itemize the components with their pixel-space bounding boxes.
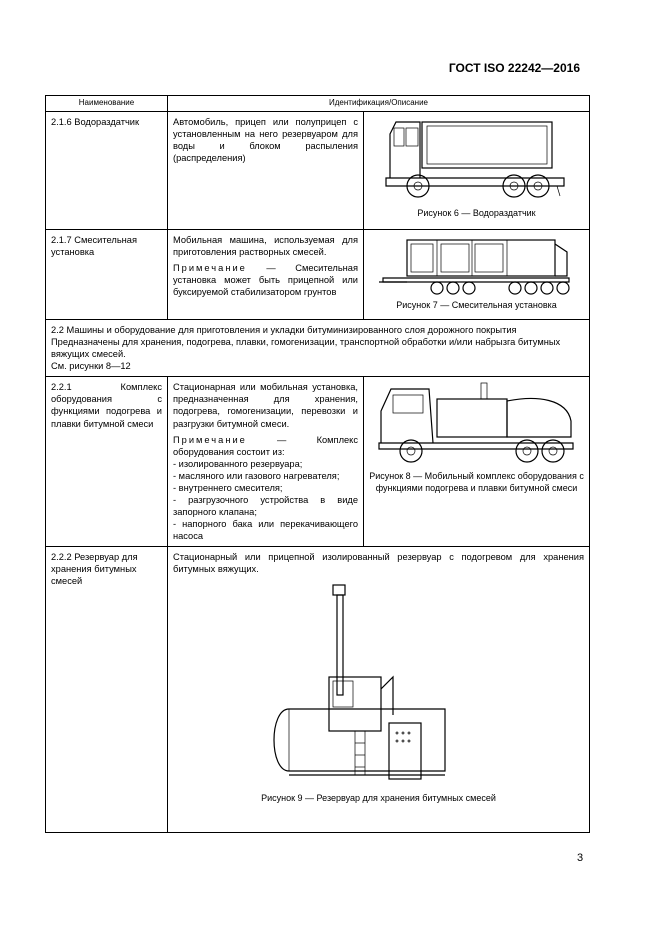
term-name: 2.2.2 Резервуар для хранения битумных см… bbox=[45, 546, 168, 834]
figure-caption: Рисунок 7 — Смесительная установка bbox=[396, 300, 557, 310]
section-purpose: Предназначены для хранения, подогрева, п… bbox=[51, 337, 561, 360]
section-cell: 2.2 Машины и оборудование для приготовле… bbox=[44, 318, 591, 378]
figure-cell: Рисунок 7 — Смесительная установка bbox=[362, 229, 591, 320]
term-description: Автомобиль, прицеп или полуприцеп с уста… bbox=[167, 111, 364, 230]
description-text: Мобильная машина, используемая для приго… bbox=[173, 235, 358, 258]
section-reference: См. рисунки 8—12 bbox=[51, 361, 131, 372]
term-name: 2.1.6 Водораздатчик bbox=[45, 111, 168, 230]
page-number: 3 bbox=[577, 852, 584, 864]
list-item: - разгрузочного устройства в виде запорн… bbox=[173, 495, 358, 518]
table-row: 2.2.1 Комплекс оборудования с функциями … bbox=[45, 376, 591, 548]
bitumen-tank-figure bbox=[273, 584, 446, 781]
note: Примечание — Комплекс оборудования состо… bbox=[173, 434, 358, 458]
figure-cell: Рисунок 8 — Мобильный комплекс оборудова… bbox=[362, 376, 591, 548]
note-text: — Смесительная установка может быть приц… bbox=[173, 263, 358, 298]
list-item: - внутреннего смесителя; bbox=[173, 482, 283, 493]
note: Примечание — Смесительная установка може… bbox=[173, 262, 358, 298]
table-row: 2.2.2 Резервуар для хранения битумных см… bbox=[45, 546, 591, 834]
note-label: Примечание bbox=[173, 263, 247, 274]
term-name: 2.1.7 Смесительная установка bbox=[45, 229, 168, 320]
term-description: Мобильная машина, используемая для приго… bbox=[167, 229, 364, 320]
list-item: - масляного или газового нагревателя; bbox=[173, 470, 340, 481]
standard-designation: ГОСТ ISO 22242—2016 bbox=[448, 61, 580, 75]
list-item: - напорного бака или перекачивающего нас… bbox=[173, 519, 358, 542]
bitumen-truck-figure bbox=[377, 382, 574, 463]
table-row: 2.1.6 Водораздатчик Автомобиль, прицеп и… bbox=[45, 111, 591, 230]
figure-caption: Рисунок 6 — Водораздатчик bbox=[417, 208, 536, 218]
description-text: Стационарный или прицепной изолированный… bbox=[173, 552, 585, 575]
figure-caption: Рисунок 8 — Мобильный комплекс оборудова… bbox=[369, 471, 584, 493]
section-title: 2.2 Машины и оборудование для приготовле… bbox=[51, 325, 517, 335]
mixing-plant-figure bbox=[378, 239, 570, 295]
col-desc-header: Идентификация/Описание bbox=[166, 95, 591, 112]
terms-table: Наименование Идентификация/Описание 2.1.… bbox=[44, 95, 591, 834]
table-header-row: Наименование Идентификация/Описание bbox=[45, 95, 591, 112]
term-description: Стационарная или мобильная установка, пр… bbox=[167, 376, 364, 548]
figure-caption: Рисунок 9 — Резервуар для хранения битум… bbox=[261, 793, 496, 804]
note-label: Примечание bbox=[173, 434, 247, 445]
term-description: Стационарный или прицепной изолированный… bbox=[166, 546, 591, 834]
section-row: 2.2 Машины и оборудование для приготовле… bbox=[44, 318, 591, 378]
term-name: 2.2.1 Комплекс оборудования с функциями … bbox=[45, 376, 168, 548]
list-item: - изолированного резервуара; bbox=[173, 458, 303, 469]
col-name-header: Наименование bbox=[45, 95, 168, 112]
description-text: Стационарная или мобильная установка, пр… bbox=[173, 382, 358, 429]
water-truck-figure bbox=[384, 121, 565, 198]
figure-cell: Рисунок 6 — Водораздатчик bbox=[362, 111, 591, 230]
table-row: 2.1.7 Смесительная установка Мобильная м… bbox=[45, 229, 591, 320]
note-text: — Комплекс оборудования состоит из: bbox=[173, 434, 358, 457]
